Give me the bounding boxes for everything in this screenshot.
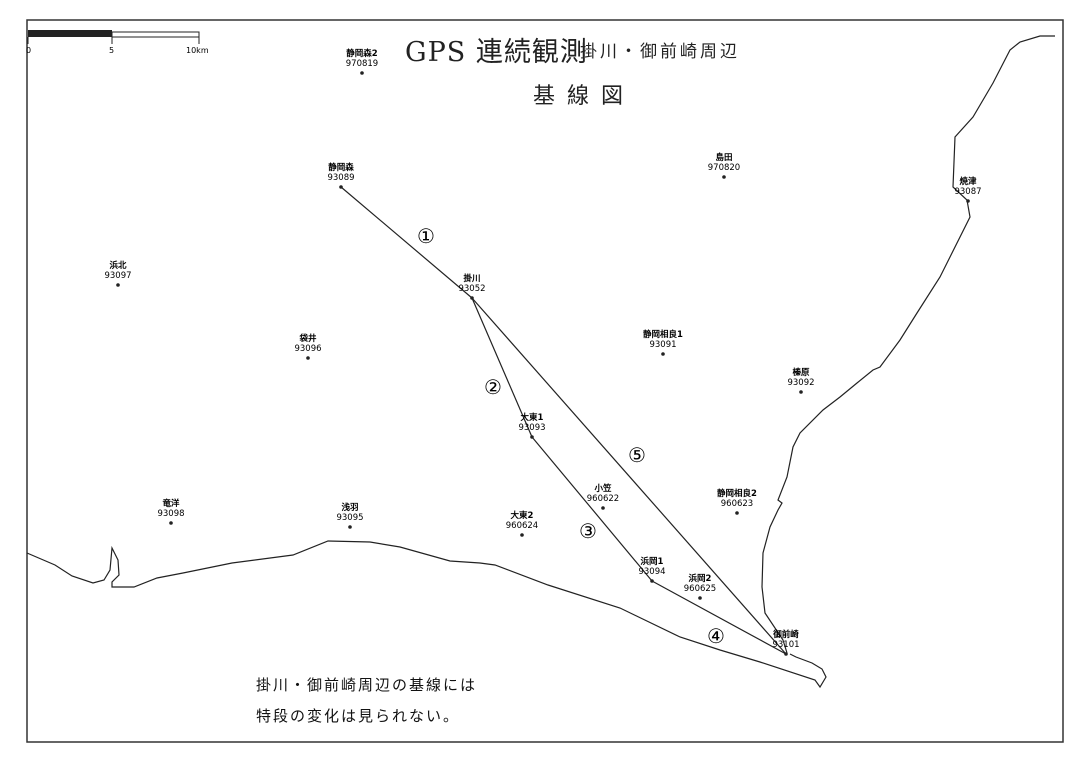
station-code: 93087: [954, 187, 981, 197]
station-name: 静岡相良1: [643, 329, 683, 340]
scale-label-0: 0: [26, 46, 31, 55]
baseline-line: [651, 580, 787, 655]
station-dot: [360, 71, 364, 75]
scale-bar-white: [111, 31, 200, 38]
station-dot: [306, 356, 310, 360]
station-name: 竜洋: [162, 498, 180, 509]
station-code: 93092: [787, 378, 814, 388]
station-name: 大東2: [511, 510, 534, 521]
station-dot: [661, 352, 665, 356]
scale-bar: 0 5 10km: [26, 30, 209, 55]
station-dot: [735, 511, 739, 515]
station-name: 榛原: [792, 367, 810, 378]
station-dot: [520, 533, 524, 537]
station-code: 960622: [587, 494, 619, 504]
station-code: 960623: [721, 499, 753, 509]
note-line-2: 特段の変化は見られない。: [256, 707, 461, 725]
station-code: 93095: [336, 513, 363, 523]
scale-label-5: 5: [109, 46, 114, 55]
station-dot: [784, 652, 788, 656]
station-code: 93089: [327, 173, 354, 183]
note-line-1: 掛川・御前崎周辺の基線には: [256, 676, 478, 694]
station-code: 93094: [638, 567, 665, 577]
station-dot: [722, 175, 726, 179]
station-code: 970820: [708, 163, 740, 173]
station-name: 浜岡1: [641, 556, 664, 567]
station-code: 93052: [458, 284, 485, 294]
station-dot: [348, 525, 352, 529]
station-code: 93098: [157, 509, 184, 519]
station-code: 93091: [649, 340, 676, 350]
station-name: 浜北: [109, 260, 127, 271]
station-code: 93093: [518, 423, 545, 433]
coastline-east: [761, 35, 1055, 654]
baseline-line: [471, 297, 533, 438]
station-name: 浅羽: [341, 502, 358, 513]
station-code: 93096: [294, 344, 321, 354]
station-name: 静岡森2: [346, 48, 378, 59]
map-subtitle-baseline: 基線図: [533, 84, 636, 109]
station-name: 島田: [715, 152, 732, 163]
station-code: 93097: [104, 271, 131, 281]
station-dot: [116, 283, 120, 287]
map-frame: [26, 19, 1064, 743]
station-dot: [339, 185, 343, 189]
station-name: 浜岡2: [689, 573, 712, 584]
baseline-line: [531, 436, 653, 582]
baseline-label: ②: [484, 375, 502, 399]
map-subtitle: 掛川・御前崎周辺: [580, 42, 740, 62]
station-dot: [470, 296, 474, 300]
baseline-label: ⑤: [628, 443, 646, 467]
station-dot: [169, 521, 173, 525]
baseline-line: [340, 186, 473, 299]
scale-bar-black: [28, 30, 112, 37]
station-code: 960624: [506, 521, 538, 531]
baseline-label: ④: [707, 624, 725, 648]
station-dot: [601, 506, 605, 510]
station-dot: [966, 199, 970, 203]
coastline-south: [26, 540, 827, 689]
station-code: 93101: [772, 640, 799, 650]
station-name: 大東1: [521, 412, 544, 423]
station-name: 袋井: [298, 333, 317, 344]
baseline-label: ①: [417, 224, 435, 248]
station-name: 焼津: [958, 176, 977, 187]
scale-label-10km: 10km: [186, 46, 209, 55]
baseline-label: ③: [579, 519, 597, 543]
station-dot: [530, 435, 534, 439]
baseline-line: [471, 297, 787, 655]
station-name: 小笠: [593, 483, 612, 494]
station-name: 静岡相良2: [717, 488, 757, 499]
station-dot: [650, 579, 654, 583]
station-dot: [698, 596, 702, 600]
station-name: 掛川: [463, 273, 480, 284]
map-title: GPS 連続観測: [405, 37, 588, 68]
station-name: 御前崎: [772, 629, 799, 640]
station-dot: [799, 390, 803, 394]
station-name: 静岡森: [328, 162, 354, 173]
baselines: ① ② ③ ④ ⑤: [340, 186, 787, 655]
station-code: 970819: [346, 59, 378, 69]
station-code: 960625: [684, 584, 716, 594]
